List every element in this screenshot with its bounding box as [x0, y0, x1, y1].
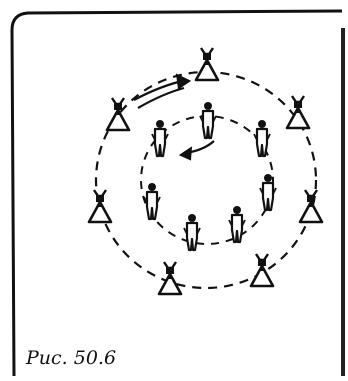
arrow-head-outer [176, 74, 190, 89]
inner-dancer-figure [152, 120, 168, 156]
figure-caption: Рис. 50.6 [26, 347, 116, 369]
inner-dancer-figure [200, 102, 216, 138]
outer-dancer-figure [89, 190, 111, 222]
outer-dancer-figure [251, 254, 273, 286]
inner-dancer-figure [144, 183, 160, 219]
arrow-head-inner [180, 147, 192, 160]
inner-dancer-figure [254, 120, 270, 156]
outer-dancer-figure [300, 190, 322, 222]
outer-ring-figures [89, 48, 322, 294]
inner-dancer-figure [229, 206, 245, 242]
inner-ring-figures [144, 102, 276, 250]
outer-dancer-figure [196, 48, 218, 80]
inner-dancer-figure [184, 214, 200, 250]
outer-dancer-figure [107, 98, 129, 130]
figure-frame [12, 11, 342, 376]
